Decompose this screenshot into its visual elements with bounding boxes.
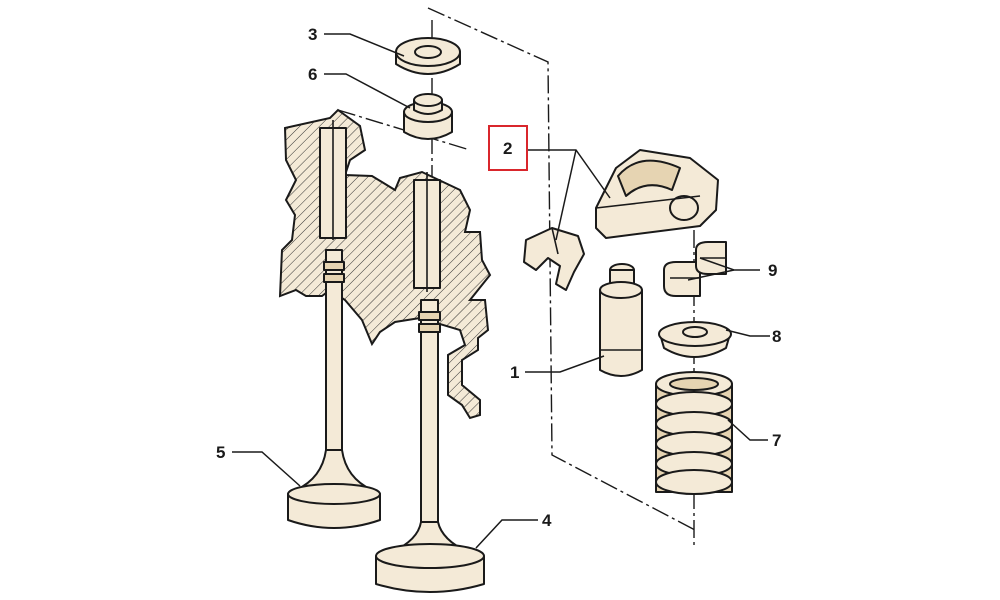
callout-7: 7 xyxy=(772,431,781,450)
spring-retainer-part-8 xyxy=(658,321,732,358)
rocker-arm-part-2 xyxy=(595,149,719,239)
exhaust-valve-part-4 xyxy=(375,299,485,593)
leader-lines xyxy=(232,33,770,549)
callout-8: 8 xyxy=(772,327,781,346)
callout-3: 3 xyxy=(308,25,317,44)
callout-5: 5 xyxy=(216,443,225,462)
valve-stem-seal-part-6 xyxy=(403,93,453,140)
callout-2: 2 xyxy=(503,139,512,158)
valve-spring-washer-part-3 xyxy=(395,37,461,75)
callout-2-highlight-box xyxy=(488,125,528,171)
callout-4: 4 xyxy=(542,511,552,530)
hydraulic-tappet-part-1 xyxy=(599,263,643,377)
callout-9: 9 xyxy=(768,261,777,280)
callout-6: 6 xyxy=(308,65,317,84)
rocker-clip-part-2 xyxy=(523,227,585,291)
intake-valve-part-5 xyxy=(287,249,381,529)
cylinder-head-section xyxy=(278,108,492,420)
callout-1: 1 xyxy=(510,363,519,382)
valve-collets-part-9 xyxy=(663,241,727,297)
valve-spring-part-7 xyxy=(655,371,733,495)
